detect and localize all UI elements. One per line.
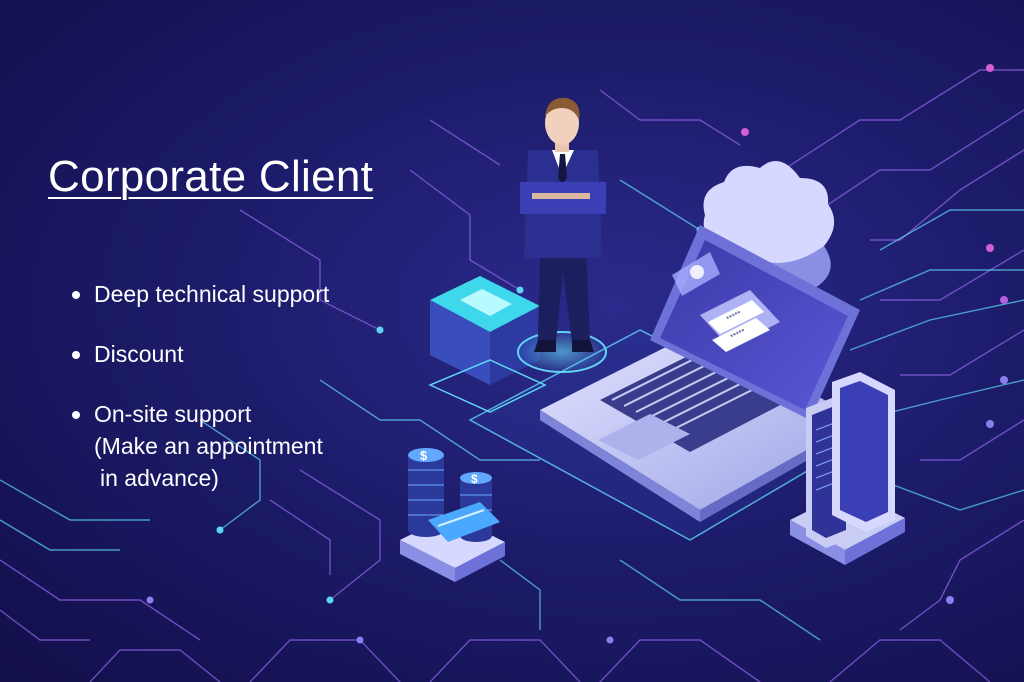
list-item: Deep technical support	[70, 278, 329, 310]
feature-label: On-site support	[94, 401, 252, 427]
list-item: Discount	[70, 338, 329, 370]
smartphone-icon	[790, 372, 905, 565]
feature-list: Deep technical support Discount On-site …	[70, 278, 329, 522]
credit-card-icon	[428, 502, 500, 542]
list-item: On-site support (Make an appointment in …	[70, 398, 329, 494]
page-title: Corporate Client	[48, 152, 374, 201]
feature-note-line: in advance)	[100, 465, 219, 491]
feature-note: (Make an appointment in advance)	[94, 430, 329, 494]
feature-note-line: (Make an appointment	[94, 433, 323, 459]
svg-text:$: $	[471, 472, 478, 486]
businessman-figure	[516, 97, 608, 374]
laptop-login-screen: ***** *****	[540, 225, 860, 522]
circuit-traces	[0, 69, 1024, 682]
circuit-nodes	[146, 64, 1008, 644]
feature-label: Deep technical support	[94, 281, 330, 307]
svg-text:$: $	[420, 448, 428, 463]
feature-label: Discount	[94, 341, 184, 367]
